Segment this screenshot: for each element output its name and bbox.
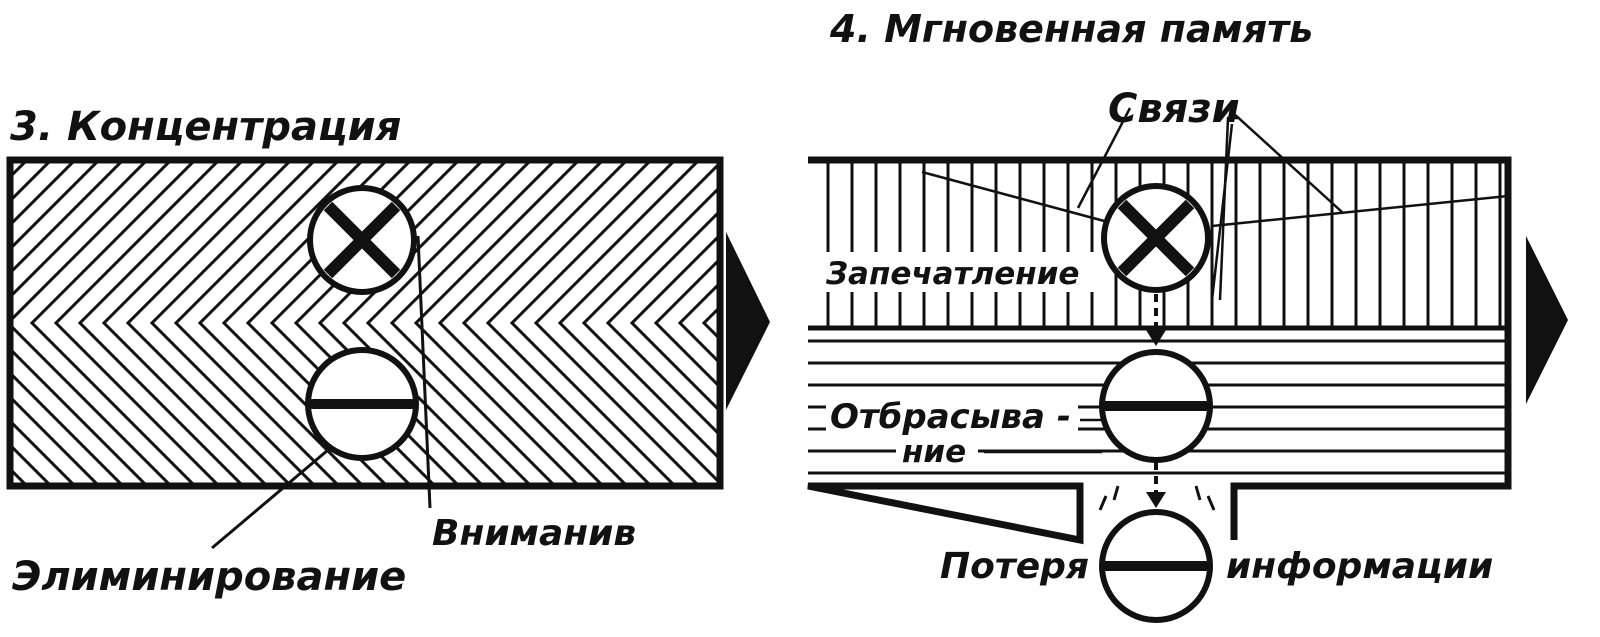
panel3-frame [6,156,724,490]
minus-circle-icon [305,347,419,461]
right-arrow-icon [726,232,770,410]
label-discarding: Отбрасыва - [830,397,1071,437]
links-label-bg [1104,82,1244,132]
elimination-leader-line [211,448,329,550]
label-information: информации [1226,546,1493,587]
label-elimination: Элиминирование [12,554,406,600]
panel3-title: 3. Концентрация [10,104,401,150]
panel4-frame [807,156,1512,545]
attention-leader-line [416,235,432,509]
label-impression: Запечатление [825,256,1079,292]
down-arrow-icon [1146,462,1166,508]
minus-circle-icon [1099,509,1213,623]
panel4-title: 4. Мгновенная память [829,7,1313,51]
impression-label-bg [822,252,1104,292]
discard-label-bg-2 [896,436,978,470]
crossed-circle-icon [307,185,417,295]
minus-circle-icon [1099,349,1213,463]
label-links: Связи [1108,86,1240,132]
emphasis-ticks [1098,485,1216,511]
discard-label-bg [826,394,1078,436]
panel-concentration: 3. Концентрация Вниманив Элиминирование [6,104,724,600]
label-discarding-cont: ние [902,434,966,470]
link-lines [921,107,1509,301]
crossed-circle-icon [1101,183,1211,293]
right-arrow-icon [1526,236,1568,404]
down-arrow-icon [1146,294,1166,346]
panel-instant-memory: 4. Мгновенная память [807,7,1512,623]
label-attention: Вниманив [432,513,636,554]
label-loss: Потеря [940,546,1089,587]
chevron-hatching [10,160,720,486]
